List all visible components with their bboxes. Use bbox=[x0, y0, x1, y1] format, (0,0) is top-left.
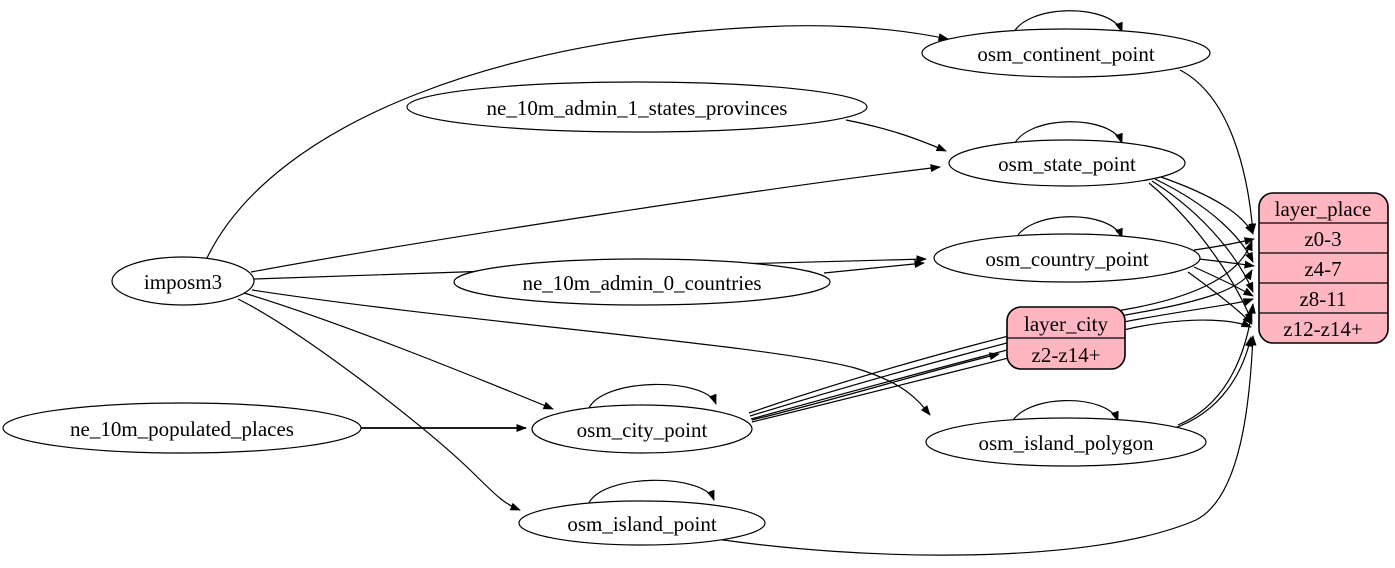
ne_10m_admin_1_states_provinces-shape bbox=[406, 81, 868, 133]
node-osm_city_point: osm_city_point bbox=[531, 404, 753, 454]
ne_10m_populated_places-shape bbox=[2, 402, 362, 454]
osm_continent_point-shape bbox=[921, 28, 1211, 78]
ne_10m_admin_0_countries-shape bbox=[453, 258, 831, 306]
selfloop-osm_island_polygon bbox=[1009, 400, 1119, 427]
imposm3-label: imposm3 bbox=[144, 270, 222, 294]
edge-osm_city_point-layer_city-z2-z14 bbox=[751, 352, 1000, 421]
edge-imposm3-osm_city_point bbox=[243, 292, 554, 410]
node-imposm3: imposm3 bbox=[111, 256, 255, 306]
edge-osm_state_point-layer_place-z8-11 bbox=[1151, 180, 1254, 293]
edge-osm_city_point-layer_place-z12-z14 bbox=[751, 319, 1252, 423]
osm_island_point-label: osm_island_point bbox=[567, 512, 717, 536]
edge-ne_10m_admin_0_countries-osm_country_point bbox=[823, 260, 925, 274]
selfloop-osm_state_point bbox=[1012, 121, 1123, 148]
edge-osm_island_point-layer_place-z12-z14 bbox=[709, 335, 1257, 556]
edge-osm_state_point-layer_place-z12-z14 bbox=[1148, 182, 1253, 323]
node-layer_city: layer_city z2-z14+ bbox=[1006, 306, 1126, 370]
layer_place-row-z8-11: z8-11 bbox=[1299, 287, 1346, 311]
osm_island_polygon-shape bbox=[925, 417, 1207, 467]
edges bbox=[205, 10, 1257, 556]
osm_country_point-label: osm_country_point bbox=[985, 247, 1148, 271]
node-osm_island_point: osm_island_point bbox=[518, 500, 766, 546]
ne_10m_populated_places-label: ne_10m_populated_places bbox=[70, 417, 294, 441]
layer_place-row-z0-3: z0-3 bbox=[1304, 227, 1341, 251]
edge-osm_island_polygon-layer_place-z8-11 bbox=[1177, 303, 1256, 426]
imposm3-shape bbox=[111, 256, 255, 306]
layer_place-title: layer_place bbox=[1275, 197, 1372, 221]
edge-imposm3-osm_island_point bbox=[237, 298, 521, 511]
edge-imposm3-osm_continent_point bbox=[205, 25, 949, 261]
osm_state_point-shape bbox=[948, 139, 1186, 187]
node-ne_10m_populated_places: ne_10m_populated_places bbox=[2, 402, 362, 454]
edge-osm_country_point-layer_place-z0-3 bbox=[1193, 237, 1255, 251]
osm_continent_point-label: osm_continent_point bbox=[977, 42, 1154, 66]
edge-imposm3-osm_island_polygon bbox=[251, 289, 931, 416]
edge-osm_country_point-layer_place-z12-z14 bbox=[1187, 271, 1253, 325]
ne_10m_admin_0_countries-label: ne_10m_admin_0_countries bbox=[522, 271, 761, 295]
layer_place-row-z4-7: z4-7 bbox=[1304, 257, 1341, 281]
edge-osm_city_point-layer_place-z4-7 bbox=[749, 269, 1253, 417]
ne_10m_admin_1_states_provinces-label: ne_10m_admin_1_states_provinces bbox=[487, 96, 788, 120]
node-osm_state_point: osm_state_point bbox=[948, 139, 1186, 187]
selfloop-osm_island_point bbox=[587, 479, 715, 506]
osm_island_polygon-label: osm_island_polygon bbox=[978, 431, 1154, 455]
node-ne_10m_admin_1_states_provinces: ne_10m_admin_1_states_provinces bbox=[406, 81, 868, 133]
layer_place-shape bbox=[1258, 192, 1389, 344]
selfloop-osm_country_point bbox=[1013, 216, 1123, 243]
layer_city-title: layer_city bbox=[1024, 312, 1108, 336]
edge-imposm3-osm_state_point bbox=[250, 164, 941, 273]
edge-osm_state_point-layer_place-z0-3 bbox=[1157, 175, 1254, 235]
osm_city_point-label: osm_city_point bbox=[577, 418, 708, 442]
layer_city-row-z2-z14: z2-z14+ bbox=[1032, 343, 1101, 367]
selfloop-osm_continent_point bbox=[1011, 10, 1123, 37]
edge-osm_continent_point-layer_place-z0-3 bbox=[1179, 69, 1257, 234]
node-osm_continent_point: osm_continent_point bbox=[921, 28, 1211, 78]
edge-osm_island_polygon-layer_place-z12-z14 bbox=[1171, 336, 1253, 430]
edge-osm_country_point-layer_place-z8-11 bbox=[1193, 266, 1254, 297]
node-ne_10m_admin_0_countries: ne_10m_admin_0_countries bbox=[453, 258, 831, 306]
edge-osm_state_point-layer_place-z4-7 bbox=[1154, 178, 1254, 263]
osm_city_point-shape bbox=[531, 404, 753, 454]
node-osm_island_polygon: osm_island_polygon bbox=[925, 417, 1207, 467]
selfloop-osm_city_point bbox=[587, 383, 717, 411]
osm_island_point-shape bbox=[518, 500, 766, 546]
osm_state_point-label: osm_state_point bbox=[998, 152, 1136, 176]
edge-ne_10m_admin_1_states_provinces-osm_state_point bbox=[845, 119, 947, 152]
node-osm_country_point: osm_country_point bbox=[933, 233, 1201, 283]
node-layer_place: layer_place z0-3 z4-7 z8-11 z12-z14+ bbox=[1258, 192, 1389, 344]
edge-osm_country_point-layer_place-z4-7 bbox=[1198, 258, 1255, 269]
layer_place-row-z12-z14: z12-z14+ bbox=[1283, 317, 1362, 341]
osm_country_point-shape bbox=[933, 233, 1201, 283]
